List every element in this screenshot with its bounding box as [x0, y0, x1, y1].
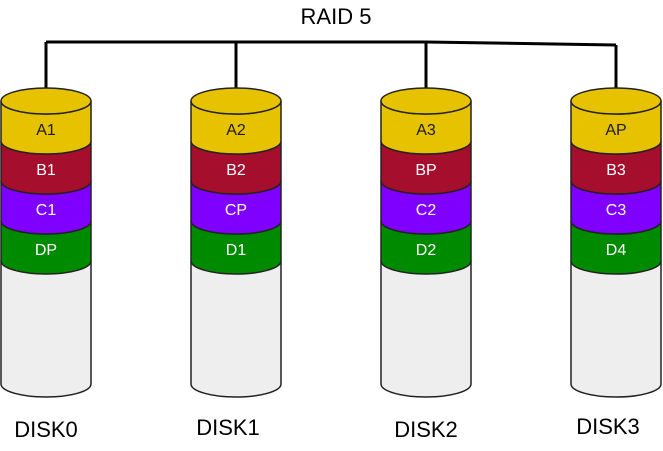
stripe-label: A3: [416, 122, 436, 139]
stripe-label: B1: [36, 162, 56, 179]
stripe-label: DP: [35, 242, 57, 259]
disk-top-cap: [190, 87, 282, 115]
stripe-label: B3: [606, 162, 626, 179]
stripe-label: D4: [606, 242, 627, 259]
disk-label: DISK2: [394, 417, 458, 442]
stripe-label: A2: [226, 122, 246, 139]
disk-empty-space: [380, 261, 472, 398]
stripe-label: C2: [416, 202, 437, 219]
stripe-label: C1: [36, 202, 57, 219]
disk-label: DISK1: [196, 415, 260, 440]
stripe-label: AP: [605, 122, 626, 139]
disk-empty-space: [570, 261, 662, 398]
disk-empty-space: [190, 261, 282, 398]
controller-bus: [44, 40, 618, 88]
stripe-label: B2: [226, 162, 246, 179]
diagram-title: RAID 5: [301, 4, 372, 29]
stripe-label: A1: [36, 122, 56, 139]
stripe-label: BP: [415, 162, 436, 179]
disk-top-cap: [0, 87, 92, 115]
disk-empty-space: [0, 261, 92, 398]
bus-line: [46, 40, 617, 47]
stripe-label: D2: [416, 242, 437, 259]
stripe-label: C3: [606, 202, 627, 219]
disk-top-cap: [570, 87, 662, 115]
stripe-label: D1: [226, 242, 247, 259]
stripe-label: CP: [225, 202, 247, 219]
disk-label: DISK3: [576, 414, 640, 439]
disk-array: A1B1C1DPDISK0A2B2CPD1DISK1A3BPC2D2DISK2A…: [0, 87, 662, 442]
disk-label: DISK0: [14, 417, 78, 442]
disk-top-cap: [380, 87, 472, 115]
